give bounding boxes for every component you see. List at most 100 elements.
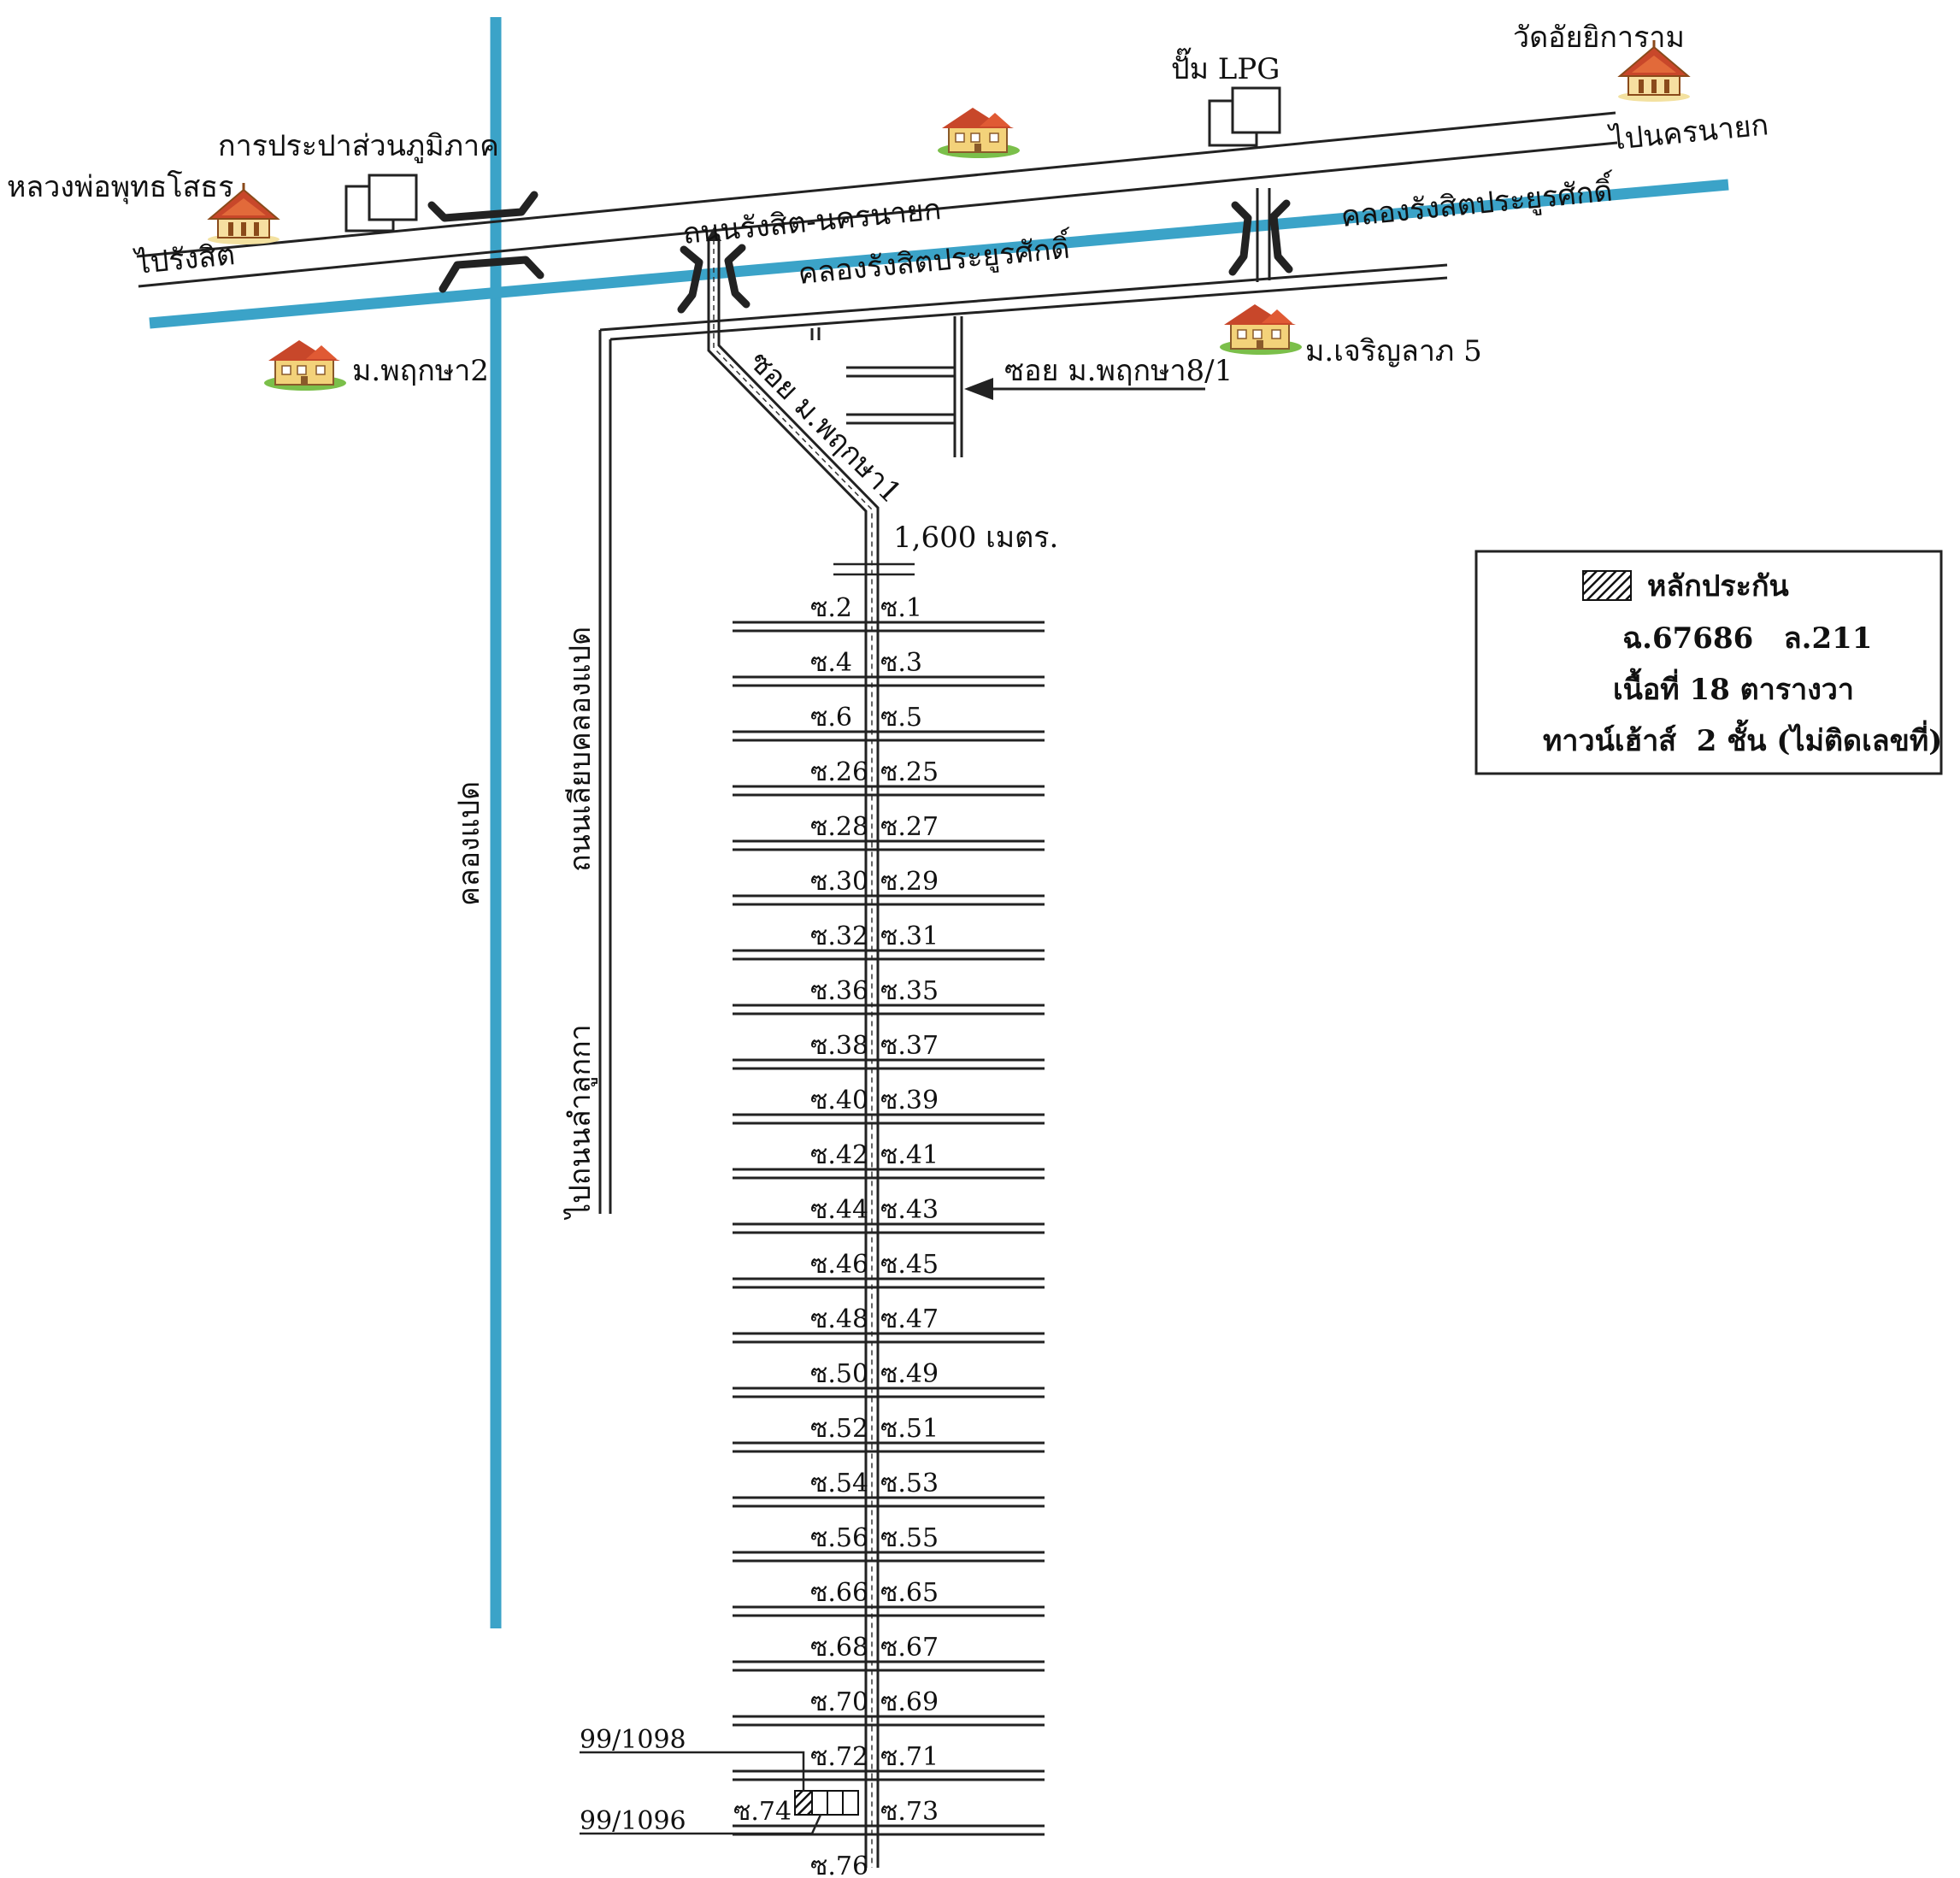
label-bypass-road: ถนนเลียบคลองแปด [563,627,597,872]
soi-label-left: ซ.66 [810,1578,868,1608]
bridge-left-south [438,256,544,293]
label-lpg: ปั๊ม LPG [1171,47,1280,86]
soi-label-left: ซ.72 [810,1742,868,1772]
distance-marker [833,562,915,576]
collateral-plot [794,1790,859,1816]
soi-branch [733,1277,1045,1289]
soi-label-left: ซ.56 [810,1523,868,1553]
label-soi-prueksa1: ซอย ม.พฤกษา1 [743,344,909,510]
soi-label-left: ซ.32 [810,921,868,951]
label-main-road: ถนนรังสิต-นครนายก [681,192,943,251]
soi-label-left: ซ.28 [810,812,868,842]
soi-label-right: ซ.43 [880,1195,939,1225]
soi-label-right: ซ.41 [880,1140,939,1170]
soi-branch [733,1715,1045,1727]
soi-branch [733,1168,1045,1180]
lpg-building [1208,86,1281,147]
soi-label-left: ซ.48 [810,1304,868,1334]
soi-label-right: ซ.5 [880,703,922,733]
soi-label-left: ซ.44 [810,1195,868,1225]
soi-label-left: ซ.74 [733,1797,792,1827]
bridge-mid-east [724,244,750,309]
legend-hatch-swatch [1582,570,1632,601]
label-to-rangsit: ไปรังสิต [132,238,237,281]
soi-label-left: ซ.76 [810,1852,868,1878]
soi-label-right: ซ.45 [880,1250,939,1280]
water-authority-building [344,174,418,233]
soi-label-left: ซ.42 [810,1140,868,1170]
legend: หลักประกัน ฉ.67686 ล.211 เนื้อที่ 18 ตาร… [1474,550,1943,775]
soi-branch [733,1605,1045,1617]
soi-label-left: ซ.36 [810,976,868,1006]
soi-label-right: ซ.35 [880,976,939,1006]
soi-label-right: ซ.27 [880,812,939,842]
khlong-rangsit-canal [149,179,1729,329]
main-road [136,111,1618,288]
house-icon-charoen [1219,303,1303,356]
bridge-mid-west [677,245,703,314]
legend-area: เนื้อที่ 18 ตารางวา [1613,668,1854,707]
soi-label-right: ซ.37 [880,1031,939,1061]
soi-branch [733,1113,1045,1125]
soi-label-right: ซ.71 [880,1742,939,1772]
label-soi-prueksa8: ซอย ม.พฤกษา8/1 [1004,354,1233,388]
label-village-prueksa2: ม.พฤกษา2 [352,354,489,388]
legend-deed: ฉ.67686 ล.211 [1622,621,1872,656]
soi-label-left: ซ.38 [810,1031,868,1061]
soi-label-right: ซ.47 [880,1304,939,1334]
soi-label-right: ซ.3 [880,648,922,678]
soi-label-left: ซ.68 [810,1633,868,1663]
soi-branch [733,839,1045,851]
soi-label-right: ซ.55 [880,1523,939,1553]
soi-label-left: ซ.46 [810,1250,868,1280]
label-canal-rangsit-2: คลองรังสิตประยูรศักดิ์ [1339,168,1616,234]
arrow-soi-prueksa8 [964,378,1205,400]
soi-branch [733,785,1045,797]
soi-label-left: ซ.26 [810,757,868,787]
label-to-nakhon-nayok: ไปนครนายก [1606,108,1770,157]
soi-branch [733,1004,1045,1016]
soi-label-right: ซ.65 [880,1578,939,1608]
soi-branch [733,1551,1045,1563]
soi-prueksa1-road [706,227,880,1868]
soi-label-left: ซ.52 [810,1414,868,1444]
soi-prueksa8-roads [810,316,963,457]
label-water-authority: การประปาส่วนภูมิภาค [218,129,499,163]
house-icon-prueksa2 [263,339,347,391]
soi-label-right: ซ.67 [880,1633,939,1663]
soi-branch [733,894,1045,906]
soi-branch [733,1222,1045,1234]
soi-label-left: ซ.50 [810,1359,868,1389]
bridge-left-north [427,191,539,222]
soi-label-left: ซ.70 [810,1687,868,1717]
soi-label-right: ซ.73 [880,1797,939,1827]
label-khlong-paet: คลองแปด [452,781,486,906]
plot-leaders [580,1751,822,1835]
label-to-lam-luk-ka: ไปถนนลำลูกกา [563,1024,597,1221]
soi-branch [733,1441,1045,1453]
label-temple-right: วัดอัยยิการาม [1513,21,1685,55]
soi-label-right: ซ.1 [880,593,922,623]
soi-branch [733,730,1045,742]
soi-label-left: ซ.2 [810,593,852,623]
label-temple-left: หลวงพ่อพุทธโสธร [7,170,233,204]
charoen-branch-road [1256,188,1271,282]
bridge-right-east [1269,199,1293,274]
soi-label-right: ซ.53 [880,1469,939,1498]
soi-branch [733,1058,1045,1070]
soi-label-left: ซ.54 [810,1469,868,1498]
soi-label-right: ซ.51 [880,1414,939,1444]
bridge-right-west [1228,201,1252,276]
soi-branch [733,949,1045,961]
soi-branches [733,621,1045,1836]
soi-label-left: ซ.40 [810,1086,868,1116]
soi-branch [733,1660,1045,1672]
label-plot-a: 99/1098 [580,1725,686,1755]
soi-label-right: ซ.39 [880,1086,939,1116]
legend-title: หลักประกัน [1647,569,1789,603]
legend-type: ทาวน์เฮ้าส์ 2 ชั้น (ไม่ติดเลขที่) [1543,719,1942,758]
soi-label-right: ซ.31 [880,921,939,951]
soi-branch [733,1769,1045,1781]
soi-label-left: ซ.4 [810,648,852,678]
